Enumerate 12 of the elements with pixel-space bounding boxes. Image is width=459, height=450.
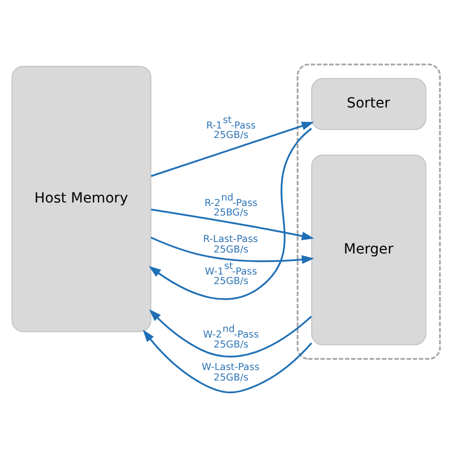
arrow xyxy=(149,309,312,358)
edge-label: R-Last-Pass 25GB/s xyxy=(203,234,258,256)
arrow xyxy=(150,208,314,240)
arrow xyxy=(142,330,312,394)
arrow xyxy=(150,236,314,264)
arrow xyxy=(150,122,314,177)
node-box: Sorter xyxy=(311,78,426,130)
arrow xyxy=(148,128,312,300)
edge-label: W-Last-Pass 25GB/s xyxy=(202,362,260,384)
node-box: Host Memory xyxy=(12,66,152,332)
cluster xyxy=(296,64,441,360)
node-box: Merger xyxy=(311,154,426,346)
